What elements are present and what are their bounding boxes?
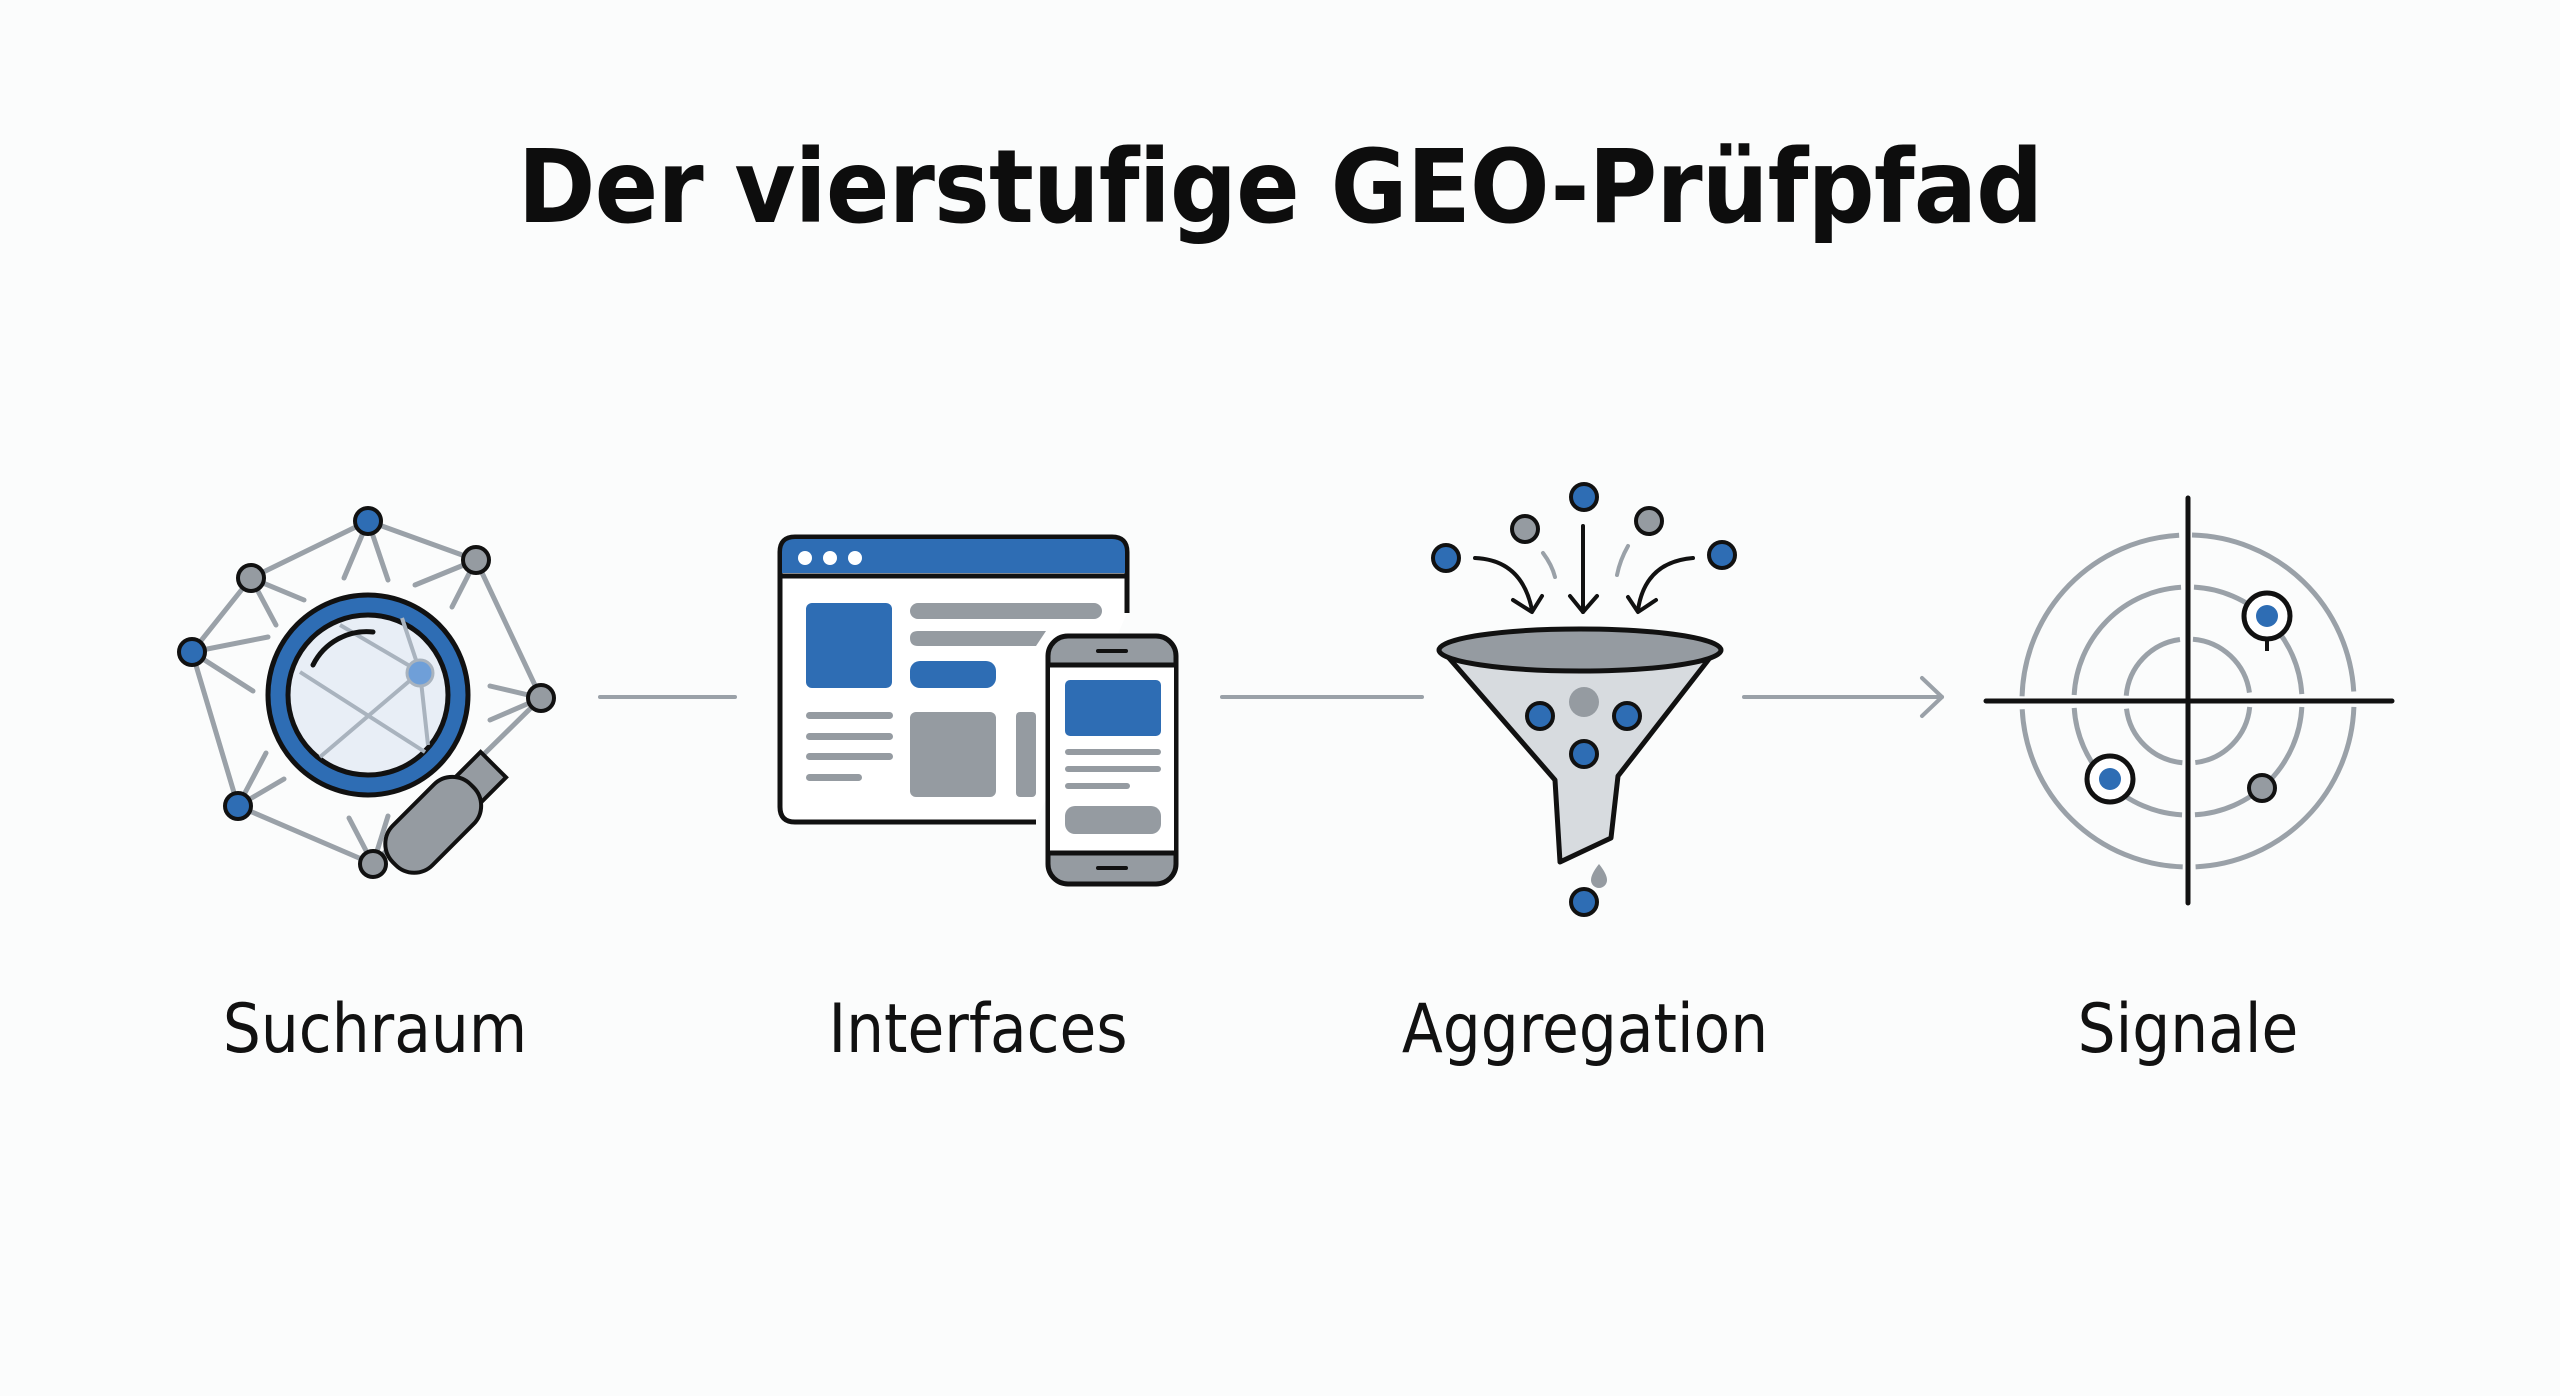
step-label-interfaces: Interfaces [828,990,1128,1069]
magnifier-network-icon [177,506,556,879]
funnel-icon [1431,482,1737,917]
radar-target-icon [1983,495,2395,906]
connector-arrow [1742,676,1944,718]
step-label-signale: Signale [2077,990,2299,1069]
page-title: Der vierstufige GEO-Prüfpfad [517,128,2044,247]
step-label-aggregation: Aggregation [1401,990,1769,1069]
step-label-suchraum: Suchraum [222,990,528,1069]
browser-mobile-icon [777,534,1179,887]
